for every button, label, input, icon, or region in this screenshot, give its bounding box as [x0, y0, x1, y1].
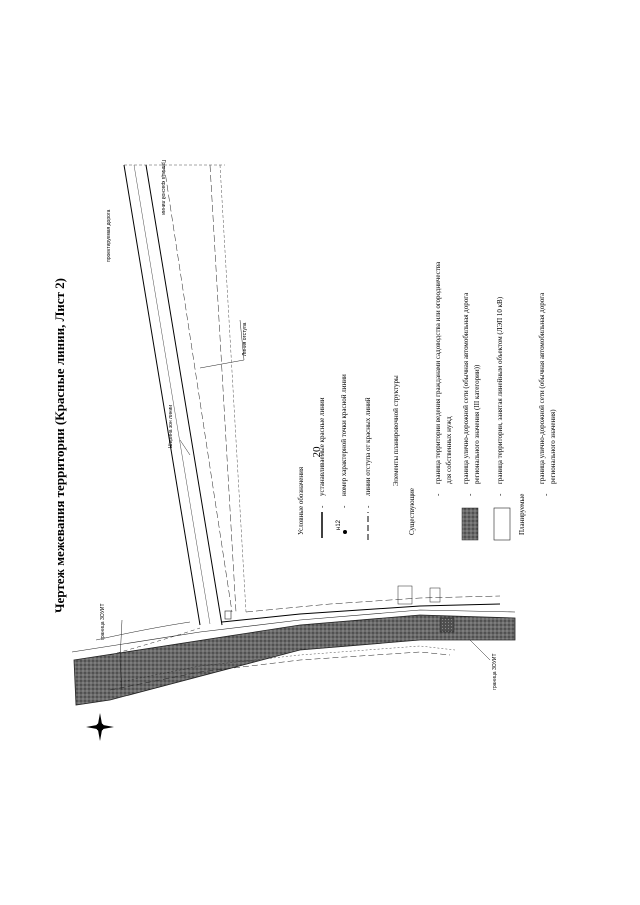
page-title: Чертеж межевания территории (Красные лин… — [52, 278, 67, 613]
road-drawing — [71, 164, 516, 706]
legend-existing-item-2-line2: регионального значения (III категории)) — [473, 364, 481, 484]
legend-planned-header: Планируемые — [518, 494, 526, 535]
legend-existing-header: Существующие — [408, 488, 416, 535]
compass-rose-icon — [86, 713, 114, 741]
legend-point-marker: н12 — [336, 519, 342, 530]
svg-text:-: - — [466, 493, 474, 496]
label-zone-2: Линия отступа — [242, 322, 248, 356]
legend-planning-header: Элементы планировочной структуры — [392, 375, 400, 486]
legend-item-2: номер характерной точки красной линии — [340, 374, 348, 496]
legend-existing-item-2-line1: граница улично-дорожной сети (обычная ав… — [462, 292, 470, 484]
legend-existing-item-3: граница территории, занятая линейным объ… — [496, 296, 504, 484]
legend: Условные обозначения - устанавливаемые к… — [297, 261, 557, 541]
legend-planned-item-1-line1: граница улично-дорожной сети (обычная ав… — [538, 292, 546, 484]
label-road-upper-left: проектируемая дорога — [106, 209, 112, 262]
page-number: 20 — [311, 446, 323, 458]
legend-swatch-road — [461, 507, 479, 541]
svg-text:-: - — [318, 505, 326, 508]
red-line-right — [145, 164, 223, 626]
legend-existing-item-1-line2: для собственных нужд — [445, 416, 453, 484]
label-zone-4: граница ЗОУИТ — [492, 653, 498, 690]
svg-text:-: - — [364, 505, 372, 508]
label-zone-1: Ширина зон линии — [168, 405, 174, 448]
legend-header: Условные обозначения — [297, 466, 305, 535]
red-line-left — [123, 164, 201, 626]
road-band-regional — [73, 614, 516, 706]
svg-text:-: - — [542, 493, 550, 496]
label-road-top-right: Граница красной линии — [160, 160, 167, 215]
svg-text:-: - — [434, 493, 442, 496]
svg-text:-: - — [496, 493, 504, 496]
label-zone-3: граница ЗОУИТ — [100, 603, 106, 640]
legend-swatch-point — [343, 530, 347, 534]
legend-planned-item-1-line2: регионального значения) — [549, 409, 557, 484]
legend-existing-item-1-line1: граница территории ведения гражданами са… — [434, 261, 442, 484]
legend-item-1: устанавливаемые красные линии — [318, 397, 326, 496]
legend-item-3: линии отступа от красных линий — [364, 397, 372, 496]
legend-swatch-lep — [493, 507, 511, 541]
svg-text:-: - — [340, 505, 348, 508]
